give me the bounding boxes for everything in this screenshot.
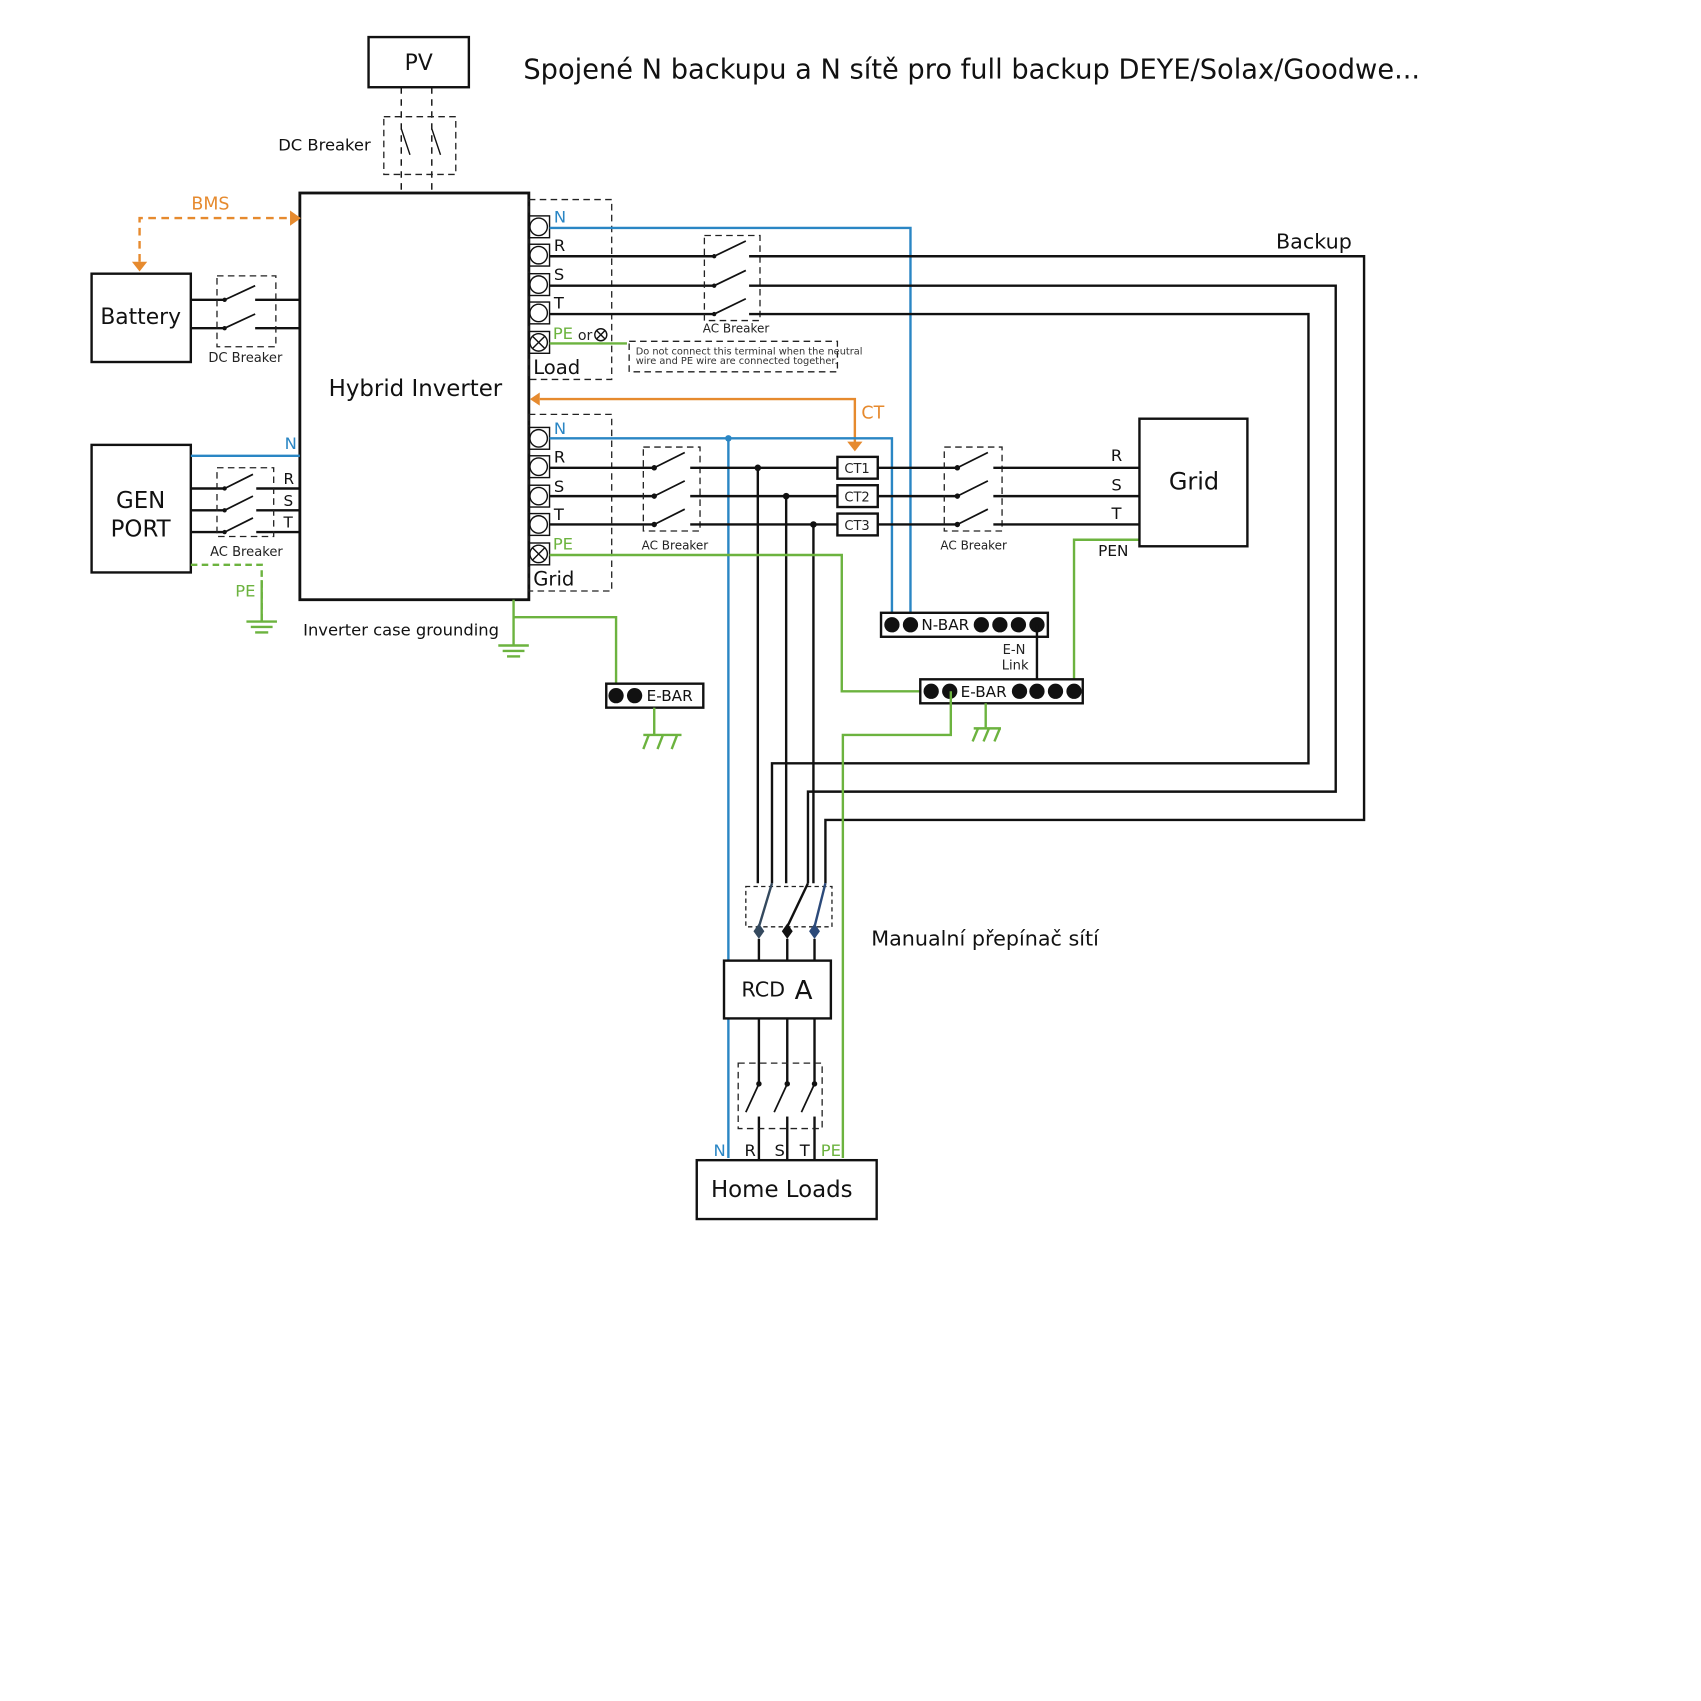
- inverter-e-bar: E-BAR: [605, 682, 705, 750]
- gen-r-label: R: [284, 470, 295, 488]
- gen-port: GEN PORT: [90, 443, 193, 574]
- gen-n-label: N: [285, 434, 297, 453]
- pv-dc-breaker-label: DC Breaker: [278, 135, 371, 154]
- pv-module: PV: [367, 35, 471, 89]
- ct2-label: CT2: [844, 491, 869, 506]
- utility-grid: Grid: [1138, 417, 1249, 548]
- battery-label: Battery: [100, 305, 181, 330]
- load-port: N R S T PE or Load: [528, 198, 627, 381]
- load-wiring: AC Breaker Backup: [549, 226, 1366, 884]
- home-loads-label: Home Loads: [711, 1177, 853, 1203]
- note-line1: Do not connect this terminal when the ne…: [636, 346, 863, 357]
- load-n-label: N: [554, 207, 566, 226]
- battery-dc-breaker-label: DC Breaker: [208, 351, 283, 366]
- load-t-label: T: [553, 294, 565, 313]
- home-loads: N R S T PE Home Loads: [695, 1141, 878, 1221]
- utility-r-label: R: [1111, 446, 1122, 465]
- load-pe-or-label: or: [578, 328, 593, 344]
- n-bar: N-BAR E-N Link: [879, 611, 1050, 692]
- ct-label: CT: [861, 404, 884, 424]
- main-e-bar: E-BAR: [841, 678, 1084, 1158]
- grid-port-label: Grid: [533, 568, 574, 591]
- grid-port: N R S T PE Grid: [528, 413, 613, 592]
- gen-port-label-line2: PORT: [111, 516, 172, 542]
- gen-s-label: S: [284, 492, 294, 510]
- grid-ac-breaker-label: AC Breaker: [940, 539, 1007, 553]
- gen-ac-breaker-label: AC Breaker: [210, 545, 283, 560]
- gen-pe-label: PE: [235, 581, 255, 600]
- inverter-grounding: Inverter case grounding: [303, 599, 618, 691]
- ct3-label: CT3: [844, 519, 869, 534]
- manual-transfer-switch: Manualní přepínač sítí: [745, 882, 1100, 961]
- load-pe-label: PE: [553, 324, 573, 343]
- ct1-label: CT1: [844, 462, 869, 477]
- load-breaker: [737, 1018, 823, 1161]
- load-r-label: R: [554, 236, 565, 255]
- backup-label: Backup: [1276, 230, 1352, 254]
- ct-signal: CT: [529, 392, 885, 452]
- utility-t-label: T: [1111, 504, 1123, 523]
- bms-link: BMS: [131, 194, 301, 272]
- home-pe-label: PE: [821, 1141, 841, 1160]
- manual-switch-label: Manualní přepínač sítí: [871, 926, 1100, 950]
- en-link-label-2: Link: [1002, 658, 1029, 673]
- utility-grid-label: Grid: [1169, 468, 1219, 496]
- gen-wiring: N R S T AC Breaker PE: [190, 434, 300, 634]
- rcd-type-label: A: [795, 976, 813, 1006]
- hybrid-inverter: Hybrid Inverter: [298, 191, 531, 602]
- n-bar-label: N-BAR: [921, 616, 969, 634]
- load-ac-breaker-label: AC Breaker: [703, 322, 770, 336]
- inverter-label: Hybrid Inverter: [329, 376, 503, 402]
- grid-t-label: T: [553, 505, 565, 524]
- bms-label: BMS: [191, 194, 229, 214]
- inverter-grounding-label: Inverter case grounding: [303, 621, 499, 640]
- main-e-bar-label: E-BAR: [961, 683, 1007, 701]
- home-t-label: T: [799, 1141, 811, 1160]
- grid-wiring: AC Breaker CT1 CT2 CT3 AC Breaker R S T: [549, 435, 1140, 1158]
- rcd: RCD A: [722, 959, 833, 1020]
- home-s-label: S: [774, 1141, 784, 1160]
- grid-port-ac-breaker-label: AC Breaker: [642, 539, 709, 553]
- battery: Battery: [90, 272, 193, 364]
- rcd-label: RCD: [741, 978, 785, 1002]
- inverter-e-bar-label: E-BAR: [647, 687, 693, 705]
- gen-t-label: T: [283, 514, 294, 532]
- home-r-label: R: [745, 1141, 756, 1160]
- load-s-label: S: [554, 265, 564, 284]
- diagram-title: Spojené N backupu a N sítě pro full back…: [523, 55, 1420, 86]
- utility-s-label: S: [1111, 476, 1121, 495]
- pv-dc-breaker: DC Breaker: [278, 87, 457, 192]
- home-n-label: N: [714, 1141, 726, 1160]
- en-link-label-1: E-N: [1003, 643, 1026, 658]
- load-port-label: Load: [533, 356, 580, 379]
- battery-dc-breaker: DC Breaker: [190, 275, 300, 366]
- pv-label: PV: [405, 51, 433, 76]
- grid-s-label: S: [554, 477, 564, 496]
- note-line2: wire and PE wire are connected together.: [636, 356, 838, 367]
- load-terminals: [528, 215, 551, 354]
- grid-r-label: R: [554, 447, 565, 466]
- pen-label: PEN: [1098, 542, 1128, 560]
- neutral-pe-note: Do not connect this terminal when the ne…: [628, 340, 863, 373]
- grid-pe-label: PE: [553, 535, 573, 554]
- grid-n-label: N: [554, 419, 566, 438]
- gen-port-label-line1: GEN: [116, 488, 165, 514]
